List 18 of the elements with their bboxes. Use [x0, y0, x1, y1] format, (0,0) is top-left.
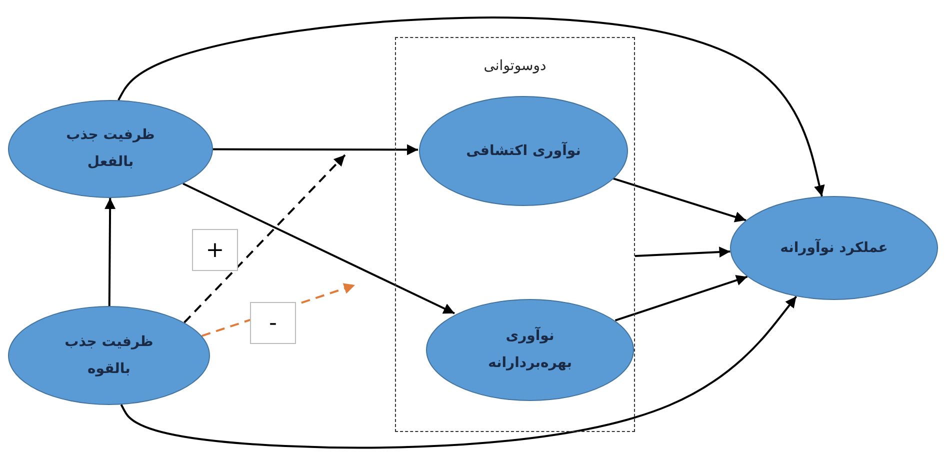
arrow — [184, 154, 346, 324]
arrow — [614, 274, 748, 322]
dashed-group-box — [395, 37, 635, 432]
arrow — [118, 16, 825, 197]
group-title: دوسوتوانی — [484, 58, 546, 74]
node-label: نوآوری اکتشافی — [466, 140, 581, 161]
node-label: عملکرد نوآورانه — [780, 238, 888, 258]
arrow — [182, 182, 455, 314]
node-label: نوآوری بهره‌بردارانه — [486, 326, 574, 373]
edge-label: + — [192, 229, 238, 271]
arrow — [634, 246, 730, 258]
arrow — [612, 177, 746, 222]
arrow — [104, 198, 116, 306]
edge-label: - — [250, 302, 296, 344]
arrow — [120, 296, 798, 449]
node-label: ظرفیت جذب بالقوه — [64, 332, 154, 378]
arrow — [213, 144, 418, 156]
node-label: ظرفیت جذب بالفعل — [65, 126, 156, 172]
